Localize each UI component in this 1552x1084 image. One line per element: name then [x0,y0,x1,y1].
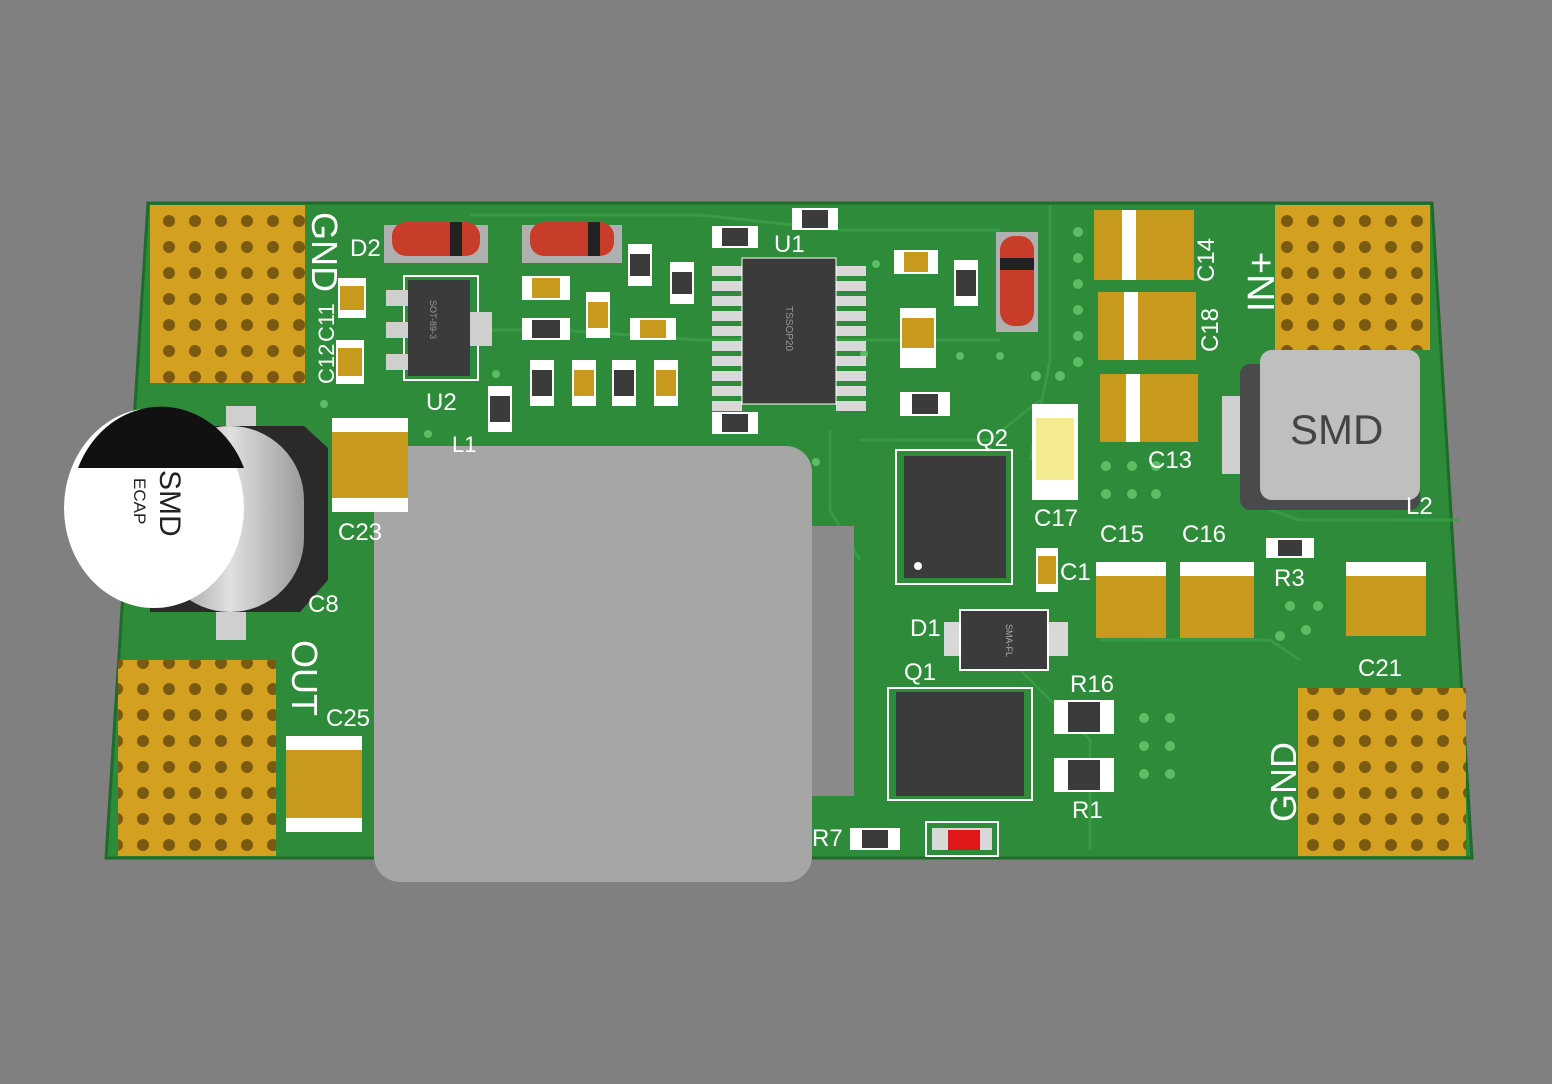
resistor-r1 [1054,758,1114,792]
resistor-r7 [850,828,900,850]
mosfet-q2 [895,449,1013,585]
vias [320,227,1323,779]
label-r1: R1 [1072,797,1103,824]
ecap-marking-smd: SMD [153,470,186,537]
led-indicator [925,821,999,857]
diode-vertical [996,232,1038,332]
label-c12: C12 [314,344,339,384]
label-l1: L1 [452,432,476,457]
cap-c12 [336,340,364,384]
label-q1: Q1 [904,659,936,686]
label-c13: C13 [1148,447,1192,474]
label-l2: L2 [1406,493,1433,520]
label-c8: C8 [308,591,339,618]
cap-c15 [1096,562,1166,638]
inductor-l2: SMD [1222,350,1420,510]
cap-c17 [1032,404,1078,500]
inductor-l1 [374,446,812,882]
cap-c25 [286,736,362,832]
ecap-c8: SMD ECAP [64,406,328,640]
terminal-gnd-right [1298,688,1466,856]
label-u2: U2 [426,389,457,416]
cap-c13 [1100,374,1198,442]
terminal-out [118,660,276,856]
diode-top [522,222,622,263]
label-r16: R16 [1070,671,1114,698]
diode-d1: SMA-FL [944,609,1068,671]
terminal-gnd-left [150,205,305,383]
d1-marking: SMA-FL [1004,624,1014,657]
diode-d2 [384,222,488,263]
label-c11: C11 [314,303,339,342]
u1-marking: TSSOP20 [783,306,794,351]
label-d1: D1 [910,615,941,642]
label-c23: C23 [338,519,382,546]
u2-marking: SOT-89-3 [428,300,438,339]
cap-c23 [332,418,408,512]
label-in-plus: IN+ [1241,252,1283,312]
cap-c16 [1180,562,1254,638]
cap-c21 [1346,562,1426,636]
ic-u1: TSSOP20 [712,257,866,411]
label-u1: U1 [774,231,805,258]
resistor-r16 [1054,700,1114,734]
label-r7: R7 [812,825,843,852]
label-q2: Q2 [976,425,1008,452]
label-c1: C1 [1060,559,1091,586]
label-c18: C18 [1197,308,1224,352]
terminal-in-plus [1275,205,1430,350]
ecap-marking-ecap: ECAP [130,478,149,524]
label-gnd-right: GND [1263,742,1304,822]
label-c21: C21 [1358,655,1402,682]
label-c25: C25 [326,705,370,732]
label-d2: D2 [350,235,381,262]
passive-array [488,208,978,434]
label-c16: C16 [1182,521,1226,548]
label-c17: C17 [1034,505,1078,532]
label-r3: R3 [1274,565,1305,592]
inductor-l1-side [808,526,854,796]
cap-c1 [1036,548,1058,592]
label-out: OUT [284,640,325,716]
mosfet-q1 [887,687,1033,801]
label-c14: C14 [1193,238,1220,282]
cap-c18 [1098,292,1196,360]
label-c15: C15 [1100,521,1144,548]
cap-c11 [338,278,366,318]
resistor-r3 [1266,538,1314,558]
cap-c14 [1094,210,1194,280]
inductor-marking: SMD [1290,406,1383,453]
ic-u2: SOT-89-3 [386,275,492,381]
